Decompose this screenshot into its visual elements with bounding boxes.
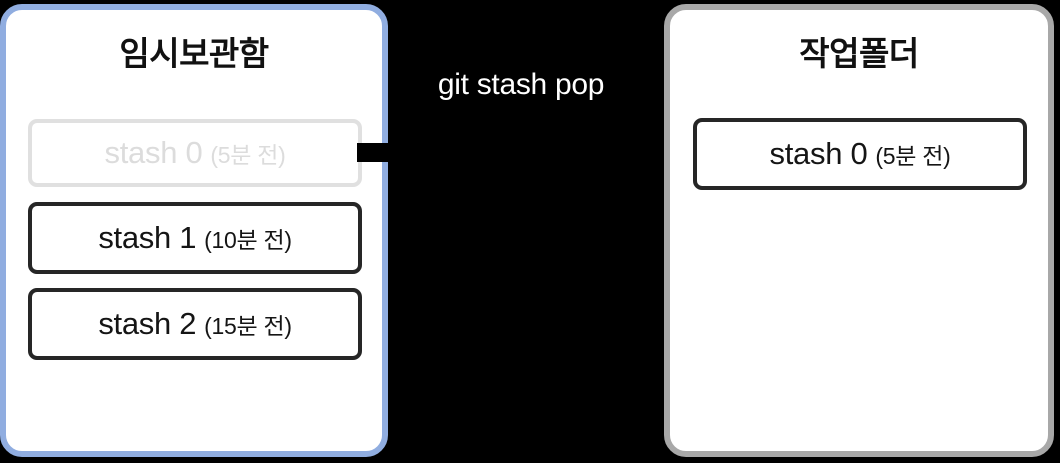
stash-panel: 임시보관함 stash 0 (5분 전) stash 1 (10분 전) sta… [0, 4, 388, 457]
stash-item-2[interactable]: stash 2 (15분 전) [28, 288, 362, 360]
stash-item-2-name: stash 2 [98, 306, 197, 341]
worktree-panel-title: 작업폴더 [799, 35, 919, 72]
arrow-label: git stash pop [437, 68, 605, 101]
stash-item-0-name: stash 0 [104, 135, 203, 170]
stash-panel-title: 임시보관함 [119, 35, 269, 72]
arrow-shaft [357, 143, 665, 162]
stash-item-2-time: (15분 전) [204, 313, 292, 339]
stash-item-1-time: (10분 전) [204, 227, 292, 253]
stash-item-1[interactable]: stash 1 (10분 전) [28, 202, 362, 274]
worktree-item-0-time: (5분 전) [875, 143, 951, 169]
worktree-item-0-name: stash 0 [769, 136, 868, 171]
worktree-item-0[interactable]: stash 0 (5분 전) [693, 118, 1027, 190]
worktree-panel: 작업폴더 stash 0 (5분 전) [664, 4, 1054, 457]
stash-item-0-time: (5분 전) [210, 142, 286, 168]
stash-item-0[interactable]: stash 0 (5분 전) [28, 119, 362, 187]
stash-item-1-name: stash 1 [98, 220, 197, 255]
